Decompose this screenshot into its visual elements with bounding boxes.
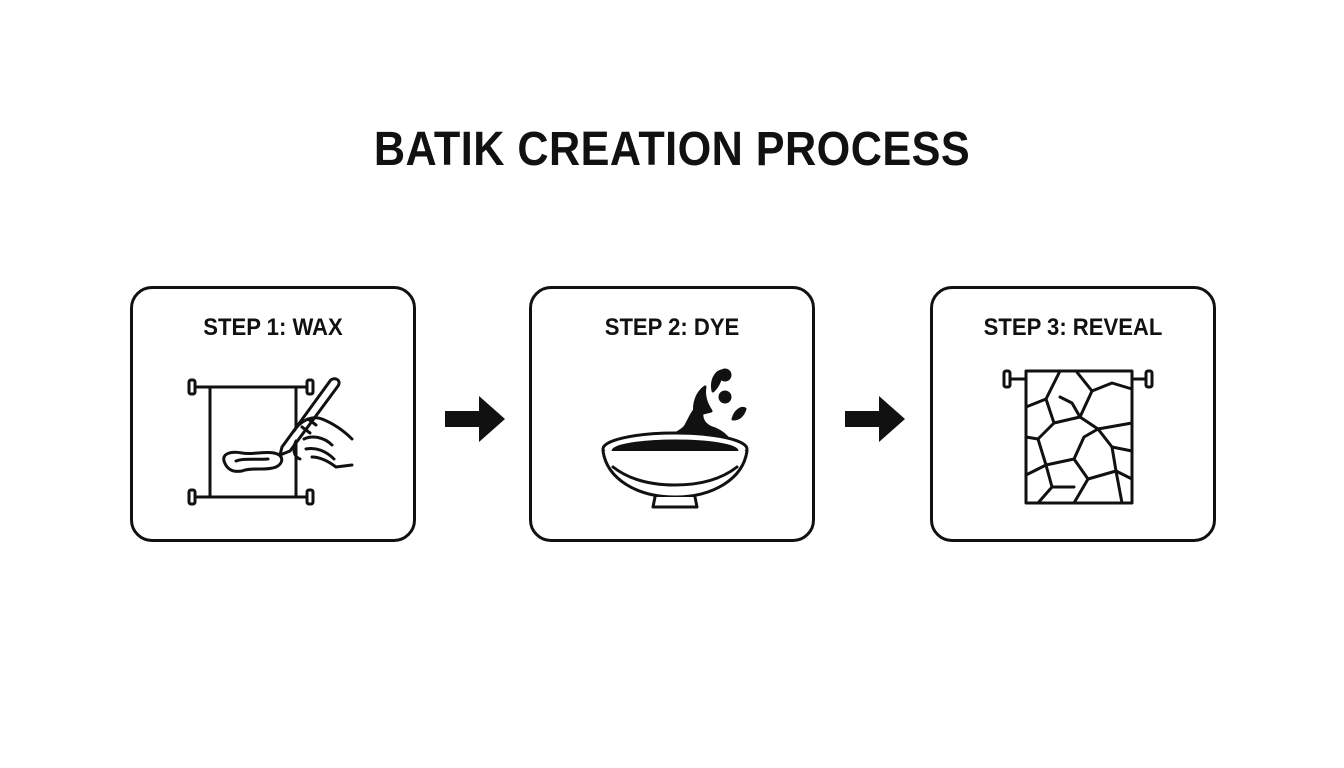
step-card-dye: STEP 2: DYE <box>529 286 815 542</box>
step-label-wax: STEP 1: WAX <box>203 314 343 341</box>
crackled-batik-cloth-icon <box>1002 369 1154 505</box>
step-label-reveal: STEP 3: REVEAL <box>983 314 1163 341</box>
step-label-dye: STEP 2: DYE <box>604 314 740 341</box>
arrow-right-icon <box>845 396 905 442</box>
dye-bowl-splash-icon <box>601 368 749 509</box>
arrow-right-icon <box>445 396 505 442</box>
tjanting-wax-frame-icon <box>187 377 354 506</box>
step-card-wax: STEP 1: WAX <box>130 286 416 542</box>
diagram-title: BATIK CREATION PROCESS <box>373 123 971 176</box>
step-card-reveal: STEP 3: REVEAL <box>930 286 1216 542</box>
